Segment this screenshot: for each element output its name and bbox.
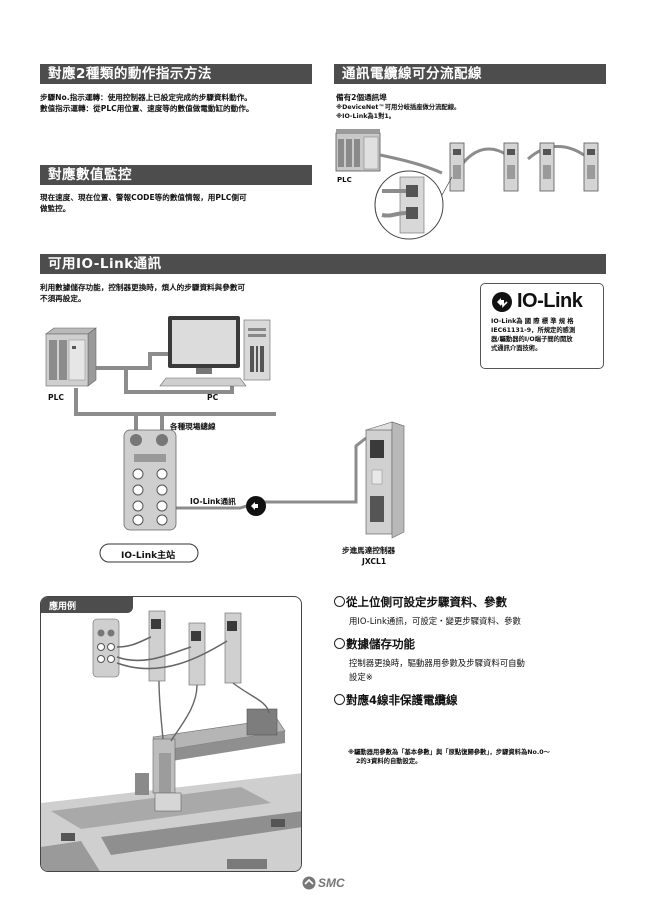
section-title: 對應2種類的動作指示方法 xyxy=(48,66,212,82)
controller-1 xyxy=(449,142,465,192)
smc-brand-logo: SMC xyxy=(302,876,345,890)
feature-title-text: 從上位側可設定步驟資料、參數 xyxy=(346,595,507,609)
feature-bullet-icon xyxy=(334,694,345,705)
controller-label-2: JXCL1 xyxy=(362,557,387,566)
iolink-logo-text: IO-Link xyxy=(517,290,583,312)
plc-device xyxy=(45,327,97,387)
feature-title-1: 從上位側可設定步驟資料、參數 xyxy=(334,594,507,610)
iolink-master-device xyxy=(123,429,177,531)
monitor-line-2: 做監控。 xyxy=(40,204,71,213)
pc-device xyxy=(159,316,271,387)
iolink-note: ※IO-Link為1對1。 xyxy=(336,113,396,120)
application-example-illustration xyxy=(41,610,301,871)
stepper-controller-device xyxy=(365,421,405,539)
feature-title-3: 對應4線非保護電纜線 xyxy=(334,692,458,708)
diagram-plc-label: PLC xyxy=(48,393,64,402)
application-example-title: 應用例 xyxy=(49,602,77,612)
feature-1-line-1: 用IO-Link通訊，可設定・變更步驟資料、參數 xyxy=(349,616,521,626)
feature-title-2: 數據儲存功能 xyxy=(334,636,415,652)
iolink-desc-3: 器/驅動器的I/O端子間的開放 xyxy=(491,336,573,343)
section-title: 可用IO-Link通訊 xyxy=(48,256,162,272)
iolink-desc-4: 式通訊介面技術。 xyxy=(491,345,542,352)
controller-3 xyxy=(539,142,555,192)
feature-2-line-1: 控制器更換時，驅動器用參數及步驟資料可自動 xyxy=(349,658,525,668)
application-example-tab: 應用例 xyxy=(41,597,133,613)
smc-logo-icon xyxy=(302,876,316,890)
feature-title-text: 數據儲存功能 xyxy=(346,637,415,651)
footnote-line-2: 2的3資料的自動設定。 xyxy=(356,758,422,765)
plc-rack-device xyxy=(335,129,381,172)
iolink-master-label-frame xyxy=(99,543,199,563)
iolink-desc-1: IO-Link為 國 際 標 準 規 格 xyxy=(491,318,574,325)
iolink-master-label: IO-Link主站 xyxy=(121,551,176,561)
controller-4 xyxy=(583,142,599,192)
connector-zoom-circle xyxy=(374,170,453,240)
section-title-bar-iolink: 可用IO-Link通訊 xyxy=(40,254,606,274)
smc-logo-text: SMC xyxy=(318,876,345,890)
branch-plc-label: PLC xyxy=(337,176,352,184)
iolink-comm-label: IO-Link通訊 xyxy=(190,497,236,506)
controller-2 xyxy=(503,142,519,192)
iolink-logo-icon xyxy=(492,292,512,312)
iolink-cable-icon xyxy=(246,496,266,516)
section-title-bar-operation: 對應2種類的動作指示方法 xyxy=(40,64,312,84)
diagram-pc-label: PC xyxy=(207,393,219,402)
iolink-logo-box: IO-Link IO-Link為 國 際 標 準 規 格 IEC61131-9，… xyxy=(480,283,604,369)
footnote-line-1: ※驅動器用參數為「基本參數」與「原點復歸參數」，步驟資料為No.0〜 xyxy=(348,749,550,756)
ports-line: 備有2個通訊埠 xyxy=(336,93,387,102)
section-title-bar-branch-wiring: 通訊電纜線可分流配線 xyxy=(334,64,606,84)
monitor-line-1: 現在速度、現在位置、警報CODE等的數值情報，用PLC側可 xyxy=(40,193,247,202)
feature-2-line-2: 設定※ xyxy=(349,672,373,682)
iolink-line-2: 不須再設定。 xyxy=(40,294,86,303)
iolink-system-diagram xyxy=(45,316,405,563)
operation-line-1: 步驟No.指示運轉：使用控制器上已設定完成的步驟資料動作。 xyxy=(40,93,252,102)
section-title-bar-monitoring: 對應數值監控 xyxy=(40,165,312,185)
iolink-line-1: 利用數據儲存功能，控制器更換時，煩人的步驟資料與參數可 xyxy=(40,283,246,292)
feature-title-text: 對應4線非保護電纜線 xyxy=(346,693,458,707)
fieldbus-label: 各種現場總線 xyxy=(170,422,216,431)
devicenet-note: ※DeviceNet™可用分岐插座做分流配線。 xyxy=(336,104,461,111)
feature-bullet-icon xyxy=(334,638,345,649)
feature-bullet-icon xyxy=(334,596,345,607)
branch-wiring-illustration xyxy=(335,129,599,240)
section-title: 對應數值監控 xyxy=(48,167,132,183)
section-title: 通訊電纜線可分流配線 xyxy=(342,66,482,82)
iolink-desc-2: IEC61131-9，所規定的感測 xyxy=(491,327,576,334)
operation-line-2: 數值指示運轉：從PLC用位置、速度等的數值做電動缸的動作。 xyxy=(40,104,254,113)
application-example-frame: 應用例 xyxy=(40,596,302,872)
controller-label-1: 步進馬達控制器 xyxy=(342,546,396,555)
